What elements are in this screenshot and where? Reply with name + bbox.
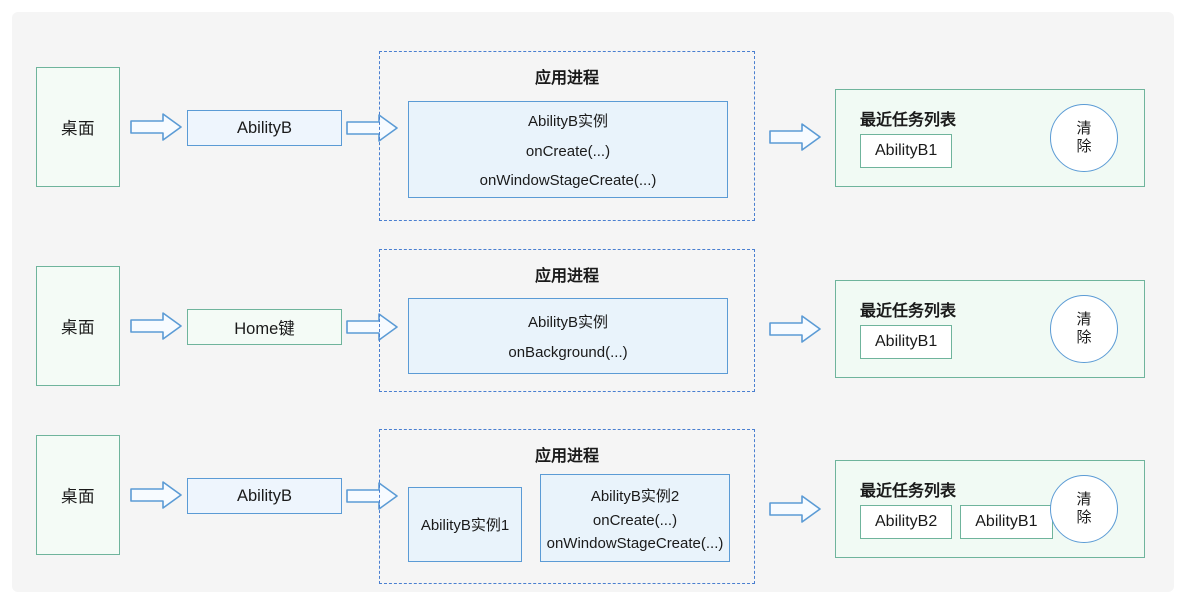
arrow-process-to-tasks-row2: [769, 314, 821, 344]
task-chip-list: AbilityB1: [860, 325, 953, 359]
recent-tasks-panel-row1: 最近任务列表 AbilityB1 清 除: [835, 89, 1145, 187]
instance-box[interactable]: AbilityB实例1: [408, 487, 522, 562]
process-title: 应用进程: [534, 70, 599, 87]
instance-line: onBackground(...): [508, 344, 628, 361]
action-box-row3[interactable]: AbilityB: [187, 478, 342, 514]
process-container-row3: 应用进程 AbilityB实例1 AbilityB实例2 onCreate(..…: [379, 429, 755, 584]
instance-box[interactable]: AbilityB实例2 onCreate(...) onWindowStageC…: [540, 474, 730, 562]
task-chip[interactable]: AbilityB1: [860, 325, 953, 359]
recent-tasks-title: 最近任务列表: [860, 303, 957, 320]
process-container-row1: 应用进程 AbilityB实例 onCreate(...) onWindowSt…: [379, 51, 755, 221]
process-title: 应用进程: [534, 448, 599, 465]
arrow-process-to-tasks-row1: [769, 122, 821, 152]
instance-line: AbilityB实例: [527, 314, 609, 331]
process-container-row2: 应用进程 AbilityB实例 onBackground(...): [379, 249, 755, 392]
arrow-desktop-to-action-row1: [130, 112, 182, 142]
arrow-desktop-to-action-row2: [130, 311, 182, 341]
task-chip[interactable]: AbilityB1: [860, 134, 953, 168]
instance-line: AbilityB实例1: [420, 517, 510, 534]
clear-label-line1: 清: [1076, 491, 1092, 509]
task-chip[interactable]: AbilityB2: [860, 505, 953, 539]
instance-box[interactable]: AbilityB实例 onBackground(...): [408, 298, 728, 374]
instance-line: AbilityB实例: [527, 113, 609, 130]
instance-line: onCreate(...): [525, 143, 611, 160]
clear-label-line2: 除: [1076, 138, 1092, 155]
clear-label-line2: 除: [1076, 329, 1092, 346]
clear-label-line1: 清: [1076, 311, 1092, 329]
task-chip-list: AbilityB2 AbilityB1: [860, 505, 1053, 539]
instance-line: onCreate(...): [592, 511, 678, 529]
clear-label-line2: 除: [1076, 509, 1092, 526]
recent-tasks-panel-row3: 最近任务列表 AbilityB2 AbilityB1 清 除: [835, 460, 1145, 558]
task-chip[interactable]: AbilityB1: [960, 505, 1053, 539]
clear-tasks-button-row2[interactable]: 清 除: [1050, 295, 1118, 363]
instance-line: AbilityB实例2: [590, 487, 680, 505]
process-title: 应用进程: [534, 268, 599, 285]
action-label: Home键: [234, 320, 295, 338]
diagram-canvas: 桌面 AbilityB 应用进程 AbilityB实例 onCreate(...…: [12, 12, 1174, 592]
clear-label-line1: 清: [1076, 120, 1092, 138]
action-label: AbilityB: [236, 118, 293, 137]
action-box-row2[interactable]: Home键: [187, 309, 342, 345]
desktop-label: 桌面: [61, 319, 95, 337]
desktop-label: 桌面: [61, 120, 95, 138]
action-box-row1[interactable]: AbilityB: [187, 110, 342, 146]
action-label: AbilityB: [236, 486, 293, 505]
desktop-label: 桌面: [61, 488, 95, 506]
clear-tasks-button-row1[interactable]: 清 除: [1050, 104, 1118, 172]
instance-line: onWindowStageCreate(...): [479, 172, 657, 189]
clear-tasks-button-row3[interactable]: 清 除: [1050, 475, 1118, 543]
task-chip-list: AbilityB1: [860, 134, 953, 168]
flow-row-3: 桌面 AbilityB 应用进程 AbilityB实例1 AbilityB实例2…: [12, 417, 1174, 584]
desktop-box-row3[interactable]: 桌面: [36, 435, 120, 555]
recent-tasks-title: 最近任务列表: [860, 483, 957, 500]
flow-row-2: 桌面 Home键 应用进程 AbilityB实例 onBackground(..…: [12, 236, 1174, 401]
recent-tasks-title: 最近任务列表: [860, 112, 957, 129]
recent-tasks-panel-row2: 最近任务列表 AbilityB1 清 除: [835, 280, 1145, 378]
flow-row-1: 桌面 AbilityB 应用进程 AbilityB实例 onCreate(...…: [12, 30, 1174, 221]
instance-box[interactable]: AbilityB实例 onCreate(...) onWindowStageCr…: [408, 101, 728, 198]
desktop-box-row2[interactable]: 桌面: [36, 266, 120, 386]
arrow-process-to-tasks-row3: [769, 494, 821, 524]
desktop-box-row1[interactable]: 桌面: [36, 67, 120, 187]
arrow-desktop-to-action-row3: [130, 480, 182, 510]
instance-line: onWindowStageCreate(...): [546, 534, 724, 552]
